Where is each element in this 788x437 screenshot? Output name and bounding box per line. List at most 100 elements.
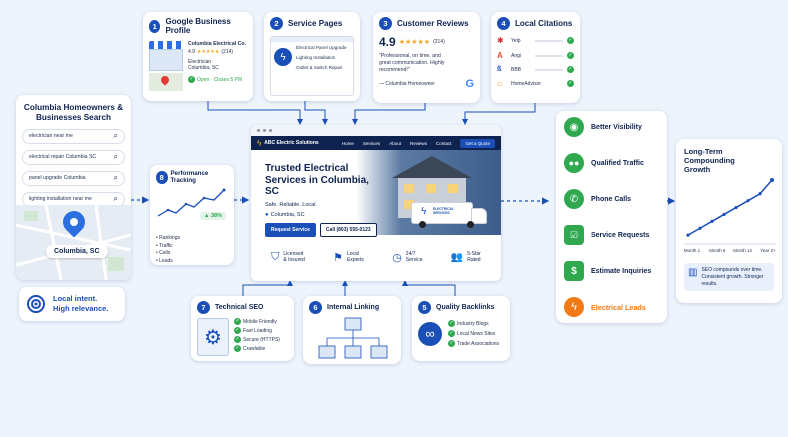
service-page-item: Outlet & Switch Repair — [296, 65, 343, 70]
lightning-icon: ϟ — [564, 297, 584, 317]
map: Columbia, SC — [16, 205, 131, 280]
review-count: (214) — [221, 49, 234, 55]
growth-tick-label: Month 6 — [709, 248, 726, 253]
step-number: 6 — [309, 301, 322, 314]
service-van: ELECTRICAL SERVICES ϟ — [411, 198, 489, 228]
search-panel-title: Columbia Homeowners & Businesses Search — [23, 103, 124, 122]
search-icon: ⌕ — [113, 152, 118, 162]
growth-badge: ▲ 38% — [200, 212, 226, 220]
rating-stars: ★★★★★ — [196, 49, 220, 55]
check-icon: ✓ — [567, 66, 574, 73]
storefront-icon — [149, 41, 183, 91]
check-icon: ✓ — [567, 52, 574, 59]
badge-licensed: ⛉Licensed& Insured — [271, 250, 305, 264]
card-title: Customer Reviews — [397, 19, 469, 28]
nav-home[interactable]: Home — [341, 140, 354, 146]
phone-icon: ✆ — [564, 189, 584, 209]
check-icon: ✓ — [567, 80, 574, 87]
growth-point — [710, 219, 714, 223]
rating-value: 4.9 — [188, 49, 195, 55]
outcome-visibility: ◉Better Visibility — [564, 117, 659, 137]
check-icon: ✓ — [448, 330, 455, 337]
step-number: 4 — [497, 17, 510, 30]
bar-chart-icon: ▥ — [688, 267, 698, 278]
search-icon: ⌕ — [113, 131, 118, 141]
card-title: Technical SEO — [215, 304, 264, 311]
step-number: 5 — [418, 301, 431, 314]
tracking-item: Rankings — [159, 235, 180, 241]
growth-tick-label: Month 1 — [684, 248, 701, 253]
website-mockup: ϟ ABC Electric Solutions Home Services A… — [251, 125, 501, 281]
check-icon: ✓ — [234, 318, 241, 325]
check-icon: ✓ — [234, 345, 241, 352]
local-intent-line1: Local intent. — [53, 294, 98, 304]
business-type: Electrician — [188, 59, 212, 65]
gear-icon: ⚙ — [197, 318, 229, 356]
card-title: Service Pages — [288, 19, 343, 28]
check-icon: ✓ — [234, 327, 241, 334]
growth-line-chart: Month 1 Month 6 Month 12 Year 2+ — [684, 178, 776, 253]
business-city: Columbia, SC — [188, 65, 219, 71]
check-icon: ✓ — [448, 340, 455, 347]
growth-tick-label: Month 12 — [733, 248, 752, 253]
outcome-requests: ☑Service Requests — [564, 225, 659, 245]
site-brand: ABC Electric Solutions — [264, 140, 319, 146]
step-number: 1 — [149, 19, 161, 33]
tracking-line-chart — [157, 188, 226, 217]
nav-reviews[interactable]: Reviews — [409, 140, 427, 146]
gbp-card: 1 Google Business Profile Columbia Electr… — [143, 12, 253, 101]
request-service-button[interactable]: Request Service — [265, 222, 316, 237]
card-title: Google Business Profile — [165, 17, 231, 35]
growth-tick-label: Year 2+ — [760, 248, 776, 253]
eye-icon: ◉ — [564, 117, 584, 137]
step-number: 3 — [379, 17, 392, 30]
growth-point — [734, 205, 738, 210]
lightning-icon: ϟ — [274, 48, 292, 66]
nav-about[interactable]: About — [389, 140, 401, 146]
homeadvisor-icon: ⌂ — [497, 79, 502, 88]
rating-value: 4.9 — [379, 35, 396, 49]
growth-point — [686, 233, 690, 237]
angi-icon: A — [497, 51, 503, 60]
outcome-calls: ✆Phone Calls — [564, 189, 659, 209]
yelp-icon: ✱ — [497, 36, 504, 45]
check-icon: ✓ — [234, 336, 241, 343]
search-query-2[interactable]: electrical repair Columbia SC⌕ — [22, 149, 125, 165]
tracking-item: Traffic — [159, 242, 173, 249]
growth-point — [698, 226, 702, 230]
growth-series-line — [687, 179, 773, 236]
search-query-1[interactable]: electrician near me⌕ — [22, 128, 125, 144]
nav-services[interactable]: Services — [362, 140, 381, 146]
rating-stars: ★★★★★ — [398, 39, 431, 46]
site-navbar: ϟ ABC Electric Solutions Home Services A… — [251, 136, 501, 150]
growth-chart-title: Long-Term Compounding Growth — [684, 147, 735, 174]
hero-location: Columbia, SC — [270, 211, 305, 218]
check-icon: ✓ — [188, 76, 195, 83]
nav-contact[interactable]: Contact — [435, 140, 452, 146]
search-query-3[interactable]: panel upgrade Columbia⌕ — [22, 170, 125, 186]
dollar-doc-icon: $ — [564, 261, 584, 281]
get-quote-button[interactable]: Get a Quote — [460, 138, 495, 148]
local-intent-line2: High relevance. — [53, 304, 109, 313]
shield-check-icon: ⛉ — [271, 250, 280, 263]
google-g-icon: G — [465, 78, 474, 91]
users-icon: 👥 — [450, 251, 464, 263]
search-panel: Columbia Homeowners & Businesses Search … — [16, 95, 131, 280]
hero-tagline: Safe. Reliable. Local. — [265, 201, 317, 208]
step-number: 7 — [197, 301, 210, 314]
growth-point — [746, 199, 750, 203]
outcome-traffic: ●●Qualified Traffic — [564, 153, 659, 173]
call-button[interactable]: Call (803) 555-0123 — [319, 222, 377, 237]
business-name: Columbia Electrical Co. — [188, 41, 246, 47]
growth-point — [770, 178, 774, 182]
bbb-icon: ß — [497, 66, 502, 73]
sitemap-diagram — [318, 317, 388, 359]
